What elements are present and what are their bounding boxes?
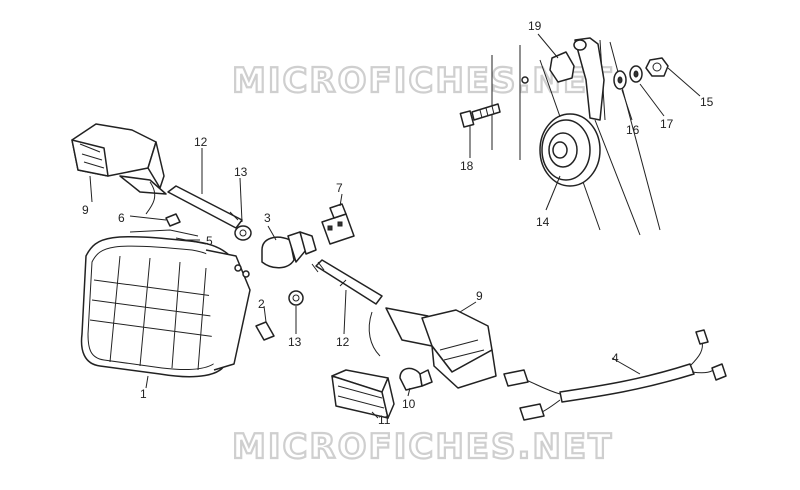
- bulb-10: [399, 367, 433, 391]
- callouts: 1 2 3 4 5 6 7 9 9 10 11 12 12 13 13 14 1…: [82, 19, 714, 427]
- nut-15: [645, 57, 669, 77]
- callout-4: 4: [612, 351, 619, 365]
- callout-16: 16: [626, 123, 640, 137]
- left-turn-signal: [71, 123, 167, 215]
- callout-1: 1: [140, 387, 147, 401]
- washer-13-upper: [234, 225, 252, 241]
- callout-13-lower: 13: [288, 335, 302, 349]
- callout-18: 18: [460, 159, 474, 173]
- wiring-harness-4: [503, 329, 727, 421]
- callout-19: 19: [528, 19, 542, 33]
- bolt-18: [459, 103, 501, 128]
- washer-13-lower: [288, 290, 304, 306]
- screw-5: [175, 237, 250, 278]
- callout-10: 10: [402, 397, 416, 411]
- stem-12-lower: [311, 259, 383, 305]
- callout-5: 5: [206, 234, 213, 248]
- callout-12-lower: 12: [336, 335, 350, 349]
- washer-16: [613, 70, 627, 90]
- lens-11: [331, 369, 395, 419]
- callout-3: 3: [264, 211, 271, 225]
- callout-12-upper: 12: [194, 135, 208, 149]
- callout-14: 14: [536, 215, 550, 229]
- headlight: [80, 229, 251, 378]
- watermark-top: MICROFICHES.NET: [232, 61, 613, 101]
- spacer-19: [549, 51, 575, 83]
- callout-17: 17: [660, 117, 674, 131]
- connector-7: [321, 203, 355, 245]
- screw-6: [165, 213, 181, 227]
- callout-9-right: 9: [476, 289, 483, 303]
- bulb-holder-2: [255, 321, 275, 341]
- watermark-bottom: MICROFICHES.NET: [232, 427, 613, 467]
- leader-lines: [89, 33, 701, 419]
- callout-15: 15: [700, 95, 714, 109]
- callout-9-left: 9: [82, 203, 89, 217]
- horn: [539, 113, 601, 187]
- callout-7: 7: [336, 181, 343, 195]
- callout-6: 6: [118, 211, 125, 225]
- right-turn-signal: [368, 307, 497, 389]
- callout-13-upper: 13: [234, 165, 248, 179]
- callout-11: 11: [378, 413, 391, 427]
- washer-17: [629, 65, 643, 83]
- horn-bracket: [491, 37, 661, 236]
- bulb-3: [261, 231, 317, 269]
- callout-2: 2: [258, 297, 265, 311]
